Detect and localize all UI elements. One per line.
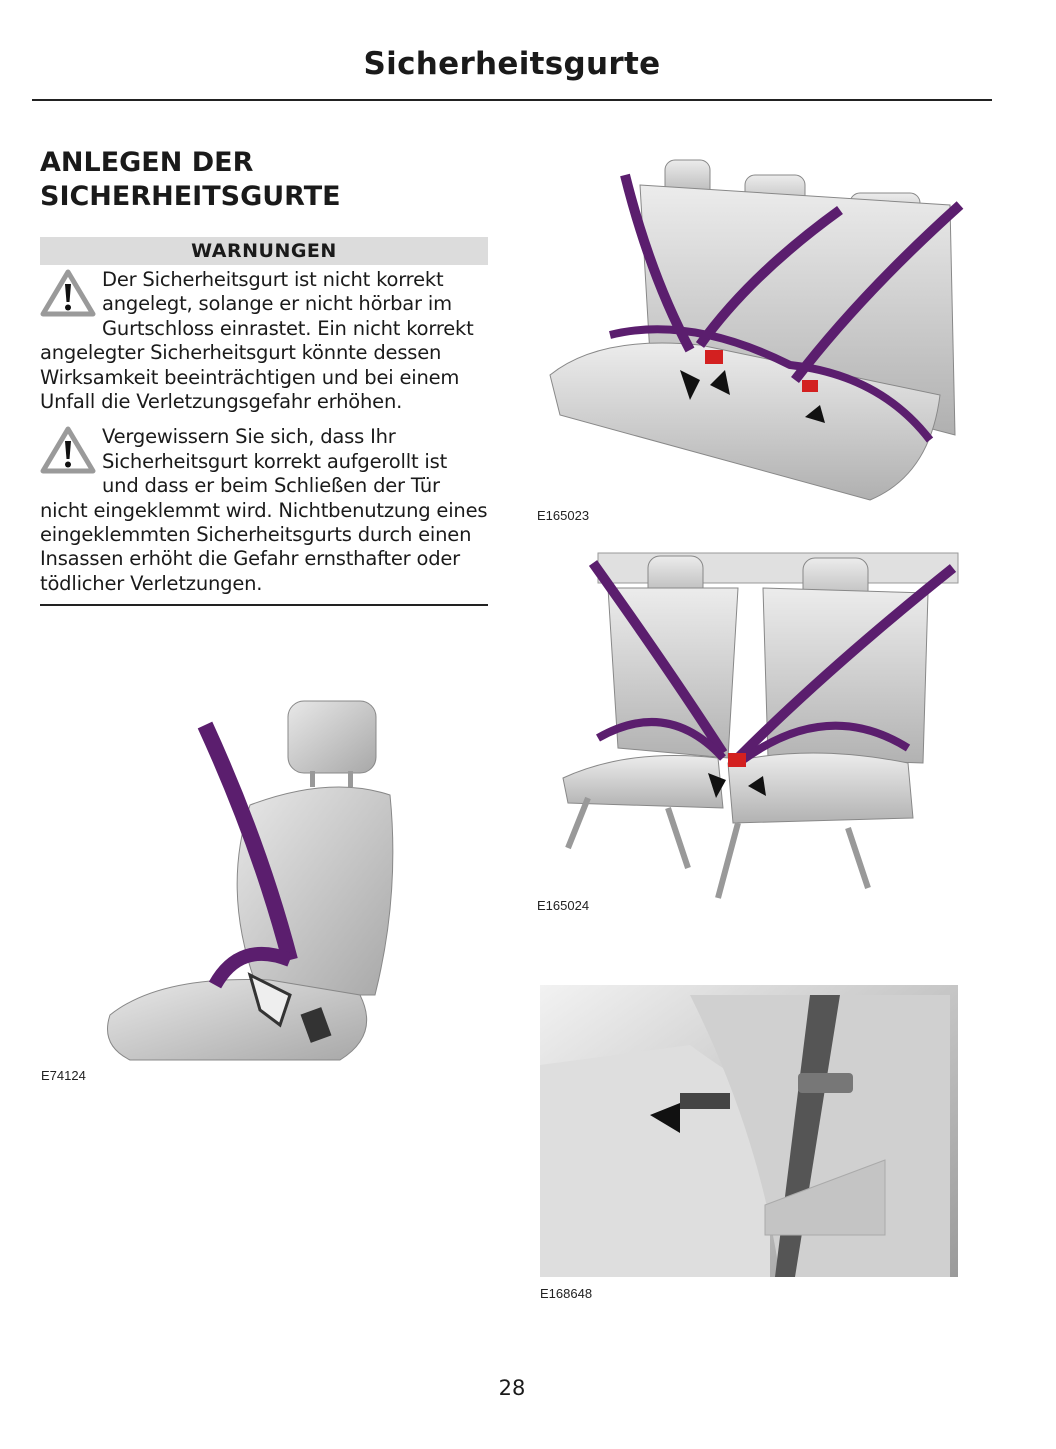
figure-label: E165024 <box>537 898 590 913</box>
side-trim-illustration <box>540 985 958 1277</box>
third-row-seats-illustration <box>562 552 959 899</box>
warning-text: Der Sicherheitsgurt ist nicht korrekt an… <box>40 268 474 414</box>
warnings-divider <box>40 604 488 607</box>
figure-label: E74124 <box>41 1068 86 1083</box>
warning-triangle-icon <box>40 426 96 474</box>
warning-item: Vergewissern Sie sich, dass Ihr Sicherhe… <box>40 425 488 596</box>
figure-label: E168648 <box>540 1286 593 1301</box>
header-divider <box>32 99 992 101</box>
figure-label: E165023 <box>537 508 590 523</box>
page-number: 28 <box>498 1376 526 1400</box>
warnings-box: WARNUNGEN Der Sicherheitsgurt ist nicht … <box>40 237 488 607</box>
warnings-title: WARNUNGEN <box>40 237 488 265</box>
warning-text: Vergewissern Sie sich, dass Ihr Sicherhe… <box>40 425 488 595</box>
rear-bench-illustration <box>549 159 964 501</box>
section-heading: ANLEGEN DER SICHERHEITSGURTE <box>40 147 341 212</box>
warning-triangle-icon <box>40 269 96 317</box>
page-title: Sicherheitsgurte <box>363 46 661 82</box>
front-seat-illustration <box>107 700 394 1061</box>
warning-item: Der Sicherheitsgurt ist nicht korrekt an… <box>40 268 488 414</box>
